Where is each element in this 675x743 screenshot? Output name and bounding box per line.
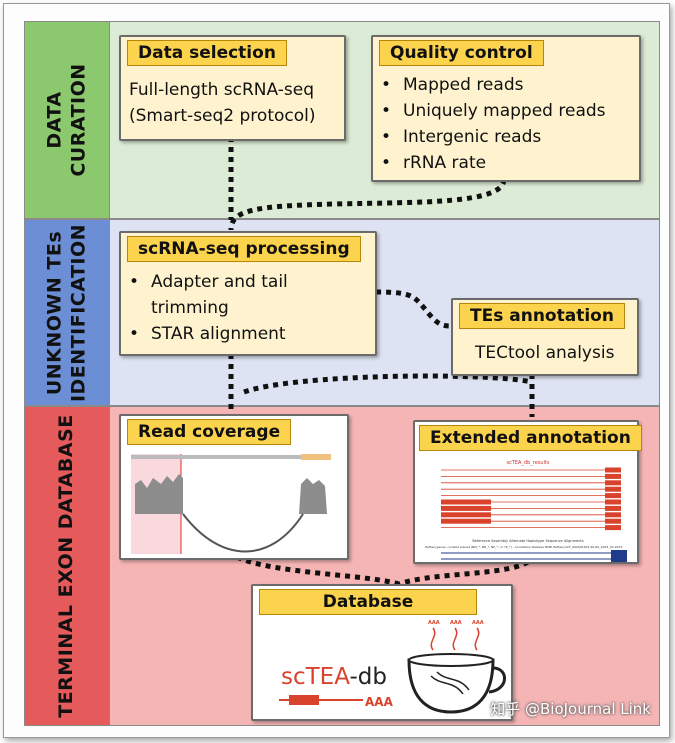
database-label-bar: TERMINAL EXON DATABASE bbox=[25, 407, 110, 725]
read-coverage-title: Read coverage bbox=[127, 419, 292, 445]
steam-text-2: AAA bbox=[450, 620, 462, 626]
scrnaseq-processing-list: Adapter and tail trimming STAR alignment bbox=[125, 269, 365, 347]
refseq-exon-1 bbox=[611, 550, 627, 556]
annotation-exon bbox=[605, 486, 621, 492]
annotation-exon bbox=[605, 480, 621, 486]
coverage-track-highlight bbox=[301, 454, 331, 460]
quality-control-item: Mapped reads bbox=[377, 72, 606, 98]
tes-annotation-text: TECtool analysis bbox=[475, 343, 615, 363]
annotation-exon bbox=[605, 518, 621, 524]
processing-item: Adapter and tail trimming bbox=[125, 269, 365, 321]
annotation-exon bbox=[441, 512, 491, 518]
cup-rim bbox=[408, 653, 494, 667]
tes-annotation-title: TEs annotation bbox=[459, 303, 625, 329]
annotation-exon bbox=[605, 499, 621, 505]
annotation-exon bbox=[605, 467, 621, 473]
database-label: TERMINAL EXON DATABASE bbox=[55, 414, 78, 718]
identification-label: UNKNOWN TEs IDENTIFICATION bbox=[43, 223, 89, 402]
annotation-exon bbox=[605, 473, 621, 479]
quality-control-item: Intergenic reads bbox=[377, 124, 606, 150]
coverage-plot bbox=[131, 454, 331, 554]
browser-footer-label: Reference Assembly Alternate Haplotype S… bbox=[472, 539, 583, 543]
extended-annotation-box: Extended annotation scTEA_db_results Ref… bbox=[413, 420, 642, 564]
processing-item: STAR alignment bbox=[125, 321, 365, 347]
scrnaseq-processing-box: scRNA-seq processing Adapter and tail tr… bbox=[119, 231, 377, 356]
annotation-exon bbox=[605, 525, 621, 531]
polya-label: AAA bbox=[365, 695, 394, 709]
tes-annotation-box: TEs annotation TECtool analysis bbox=[451, 298, 639, 376]
logo-sctea: scTEA bbox=[281, 664, 350, 690]
annotation-tracks bbox=[441, 467, 621, 531]
junction-arc bbox=[182, 513, 304, 553]
extended-annotation-title: Extended annotation bbox=[419, 425, 642, 451]
annotation-exon bbox=[441, 505, 491, 511]
steam-text-1: AAA bbox=[428, 620, 440, 626]
read-coverage-box: Read coverage bbox=[119, 414, 349, 560]
steam-icon bbox=[430, 627, 480, 651]
annotation-exon bbox=[441, 518, 491, 524]
gene-model-icon: AAA bbox=[279, 695, 394, 709]
quality-control-item: rRNA rate bbox=[377, 150, 606, 176]
browser-footer-text: RefSeq genes, curated subset (NM_*, NR_*… bbox=[425, 545, 623, 549]
scrnaseq-processing-title: scRNA-seq processing bbox=[127, 236, 361, 262]
annotation-browser: scTEA_db_results Reference Assembly Alte… bbox=[425, 460, 627, 562]
watermark: 知乎 @BioJournal Link bbox=[490, 700, 651, 718]
browser-title: scTEA_db_results bbox=[506, 460, 549, 466]
quality-control-box: Quality control Mapped reads Uniquely ma… bbox=[371, 35, 641, 182]
data-curation-label: DATA CURATION bbox=[43, 63, 89, 177]
annotation-exon bbox=[605, 505, 621, 511]
data-selection-box: Data selection Full-length scRNA-seq (Sm… bbox=[119, 35, 346, 141]
data-curation-label-bar: DATA CURATION bbox=[25, 22, 110, 218]
logo-db: -db bbox=[349, 664, 387, 690]
cup-handle bbox=[488, 666, 506, 694]
annotation-exon bbox=[605, 493, 621, 499]
figure-frame: DATA CURATION UNKNOWN TEs IDENTIFICATION… bbox=[3, 3, 670, 738]
quality-control-list: Mapped reads Uniquely mapped reads Inter… bbox=[377, 72, 606, 176]
database-title: Database bbox=[259, 589, 477, 615]
annotation-exon bbox=[441, 499, 491, 505]
cup-body bbox=[407, 658, 495, 714]
identification-label-bar: UNKNOWN TEs IDENTIFICATION bbox=[25, 220, 110, 405]
coverage-peak-right bbox=[299, 478, 327, 514]
quality-control-title: Quality control bbox=[379, 40, 544, 66]
refseq-exon-2 bbox=[611, 556, 627, 562]
steam-text-3: AAA bbox=[472, 620, 484, 626]
coverage-peak-left bbox=[135, 474, 183, 514]
annotation-exon bbox=[605, 512, 621, 518]
cup-dna-decoration bbox=[430, 671, 470, 695]
data-selection-text: Full-length scRNA-seq (Smart-seq2 protoc… bbox=[129, 80, 316, 126]
cup-icon: AAA AAA AAA bbox=[407, 620, 506, 714]
gene-exon bbox=[289, 695, 319, 705]
sctea-db-logo: scTEA-db bbox=[281, 664, 387, 690]
quality-control-item: Uniquely mapped reads bbox=[377, 98, 606, 124]
data-selection-title: Data selection bbox=[127, 40, 287, 66]
database-box: Database scTEA-db AAA AAA AAA AAA bbox=[251, 584, 513, 721]
